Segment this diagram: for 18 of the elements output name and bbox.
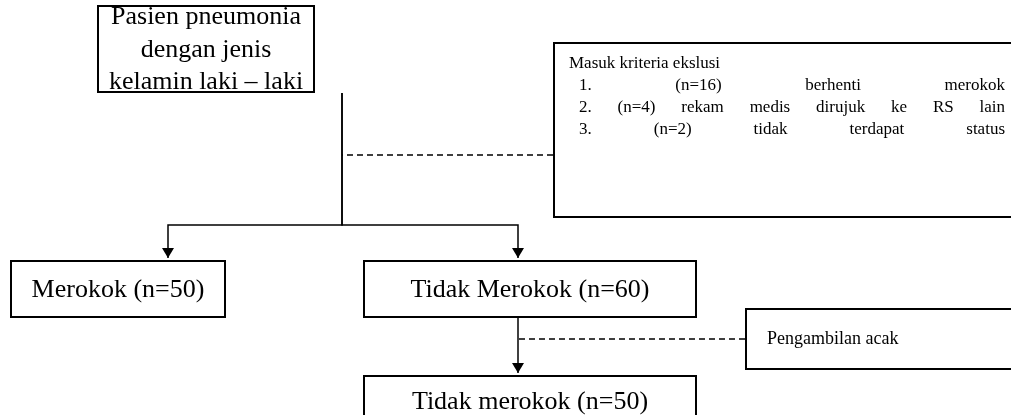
process-box (363, 260, 697, 318)
exclusion-box (553, 42, 1011, 218)
process-box (97, 5, 315, 93)
dashed-connector (341, 154, 554, 156)
process-box (10, 260, 226, 318)
box-text: Tidak merokok (n=50) (411, 385, 649, 415)
list-item: 3. (n=2) tidak terdapat status (578, 118, 1005, 141)
dashed-connector (517, 338, 746, 340)
box-text: Pasien pneumonia dengan jenis kelamin laki – laki (107, 0, 305, 98)
note-box (745, 308, 1011, 370)
list-heading: Masuk kriteria ekslusi (569, 52, 722, 74)
box-text: Tidak Merokok (n=60) (410, 272, 650, 305)
list-item: 1. (n=16) berhenti merokok (578, 74, 1005, 97)
box-text: Pengambilan acak (767, 328, 900, 350)
list-item: 2. (n=4) rekam medis dirujuk ke RS lain (578, 96, 1005, 119)
box-text: Merokok (n=50) (31, 272, 205, 305)
arrow (512, 317, 524, 374)
arrow (341, 92, 524, 259)
